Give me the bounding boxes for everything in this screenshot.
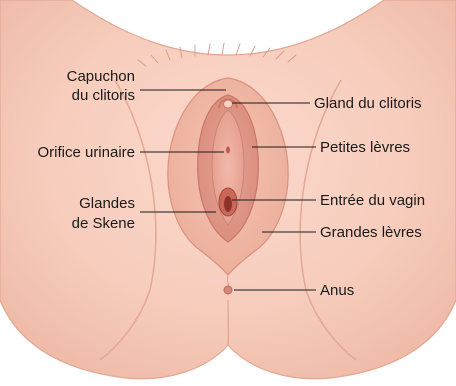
urethral-opening [226, 147, 230, 154]
label-glans: Gland du clitoris [314, 95, 422, 112]
label-anus: Anus [320, 282, 354, 299]
label-vaginal: Entrée du vagin [320, 192, 425, 209]
anus-mark [224, 286, 232, 294]
label-labia-majora: Grandes lèvres [320, 224, 422, 241]
label-labia-minora: Petites lèvres [320, 139, 410, 156]
label-urethral: Orifice urinaire [37, 144, 135, 161]
label-hood-1: Capuchon [67, 68, 135, 85]
label-hood-2: du clitoris [72, 87, 135, 104]
label-skene-1: Glandes [79, 195, 135, 212]
clitoral-glans [224, 100, 233, 108]
label-skene-2: de Skene [72, 215, 135, 232]
